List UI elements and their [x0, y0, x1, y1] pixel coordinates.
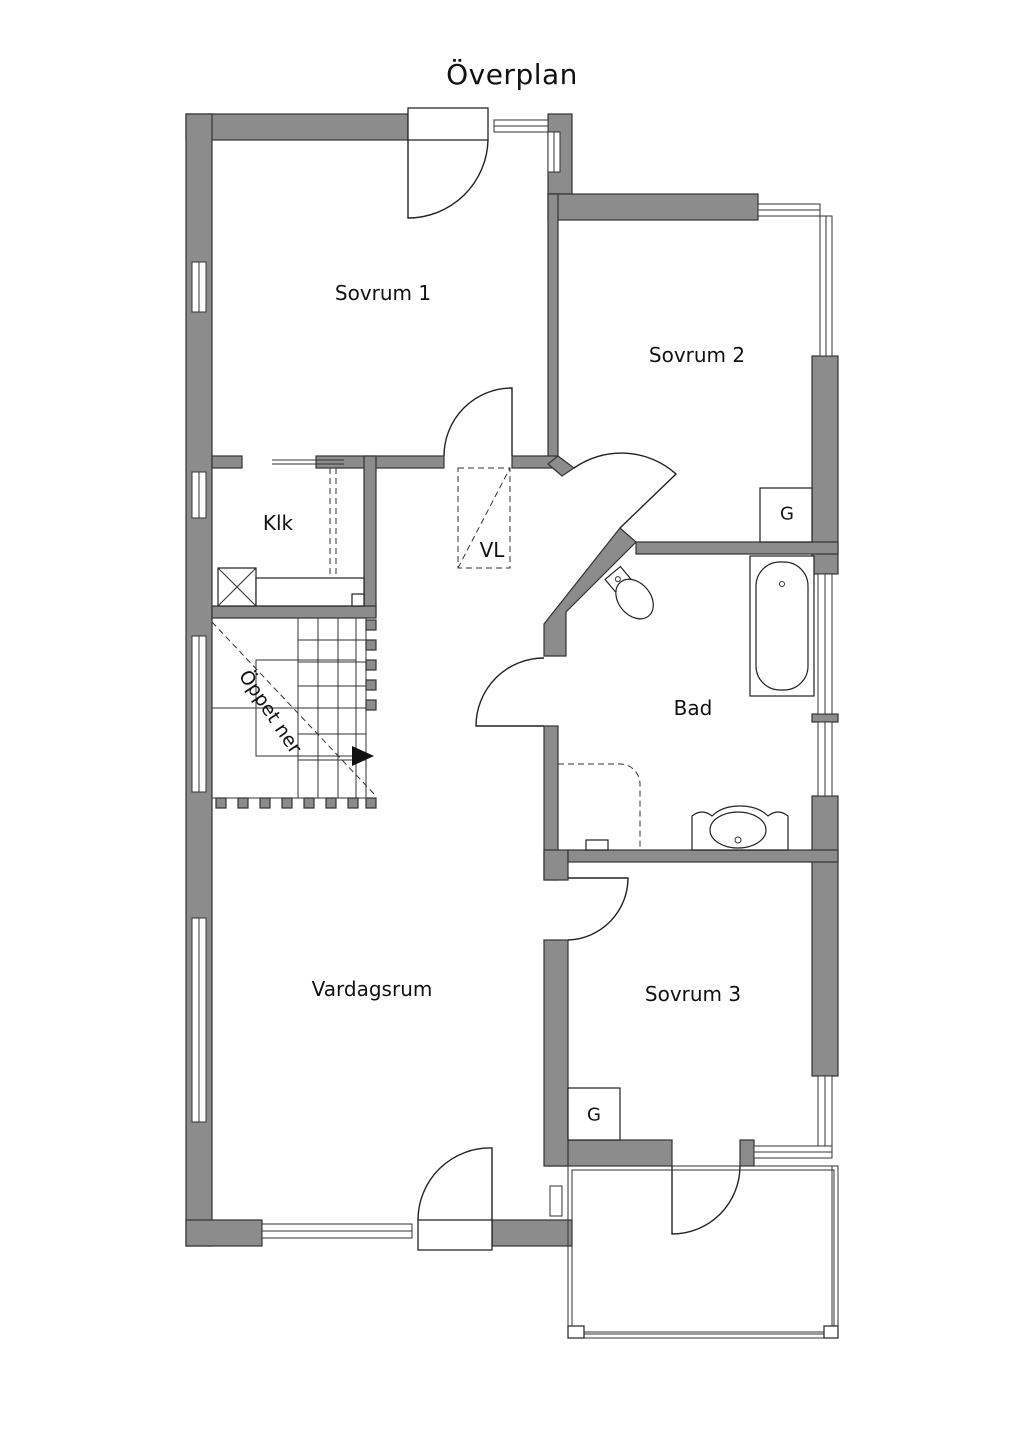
bathroom-fixtures — [558, 555, 815, 851]
windows — [191, 119, 833, 1239]
room-label-vl: VL — [479, 538, 505, 562]
balcony — [567, 1165, 839, 1339]
closet-klk — [217, 468, 365, 607]
walls — [185, 113, 839, 1247]
wardrobe-label-sovrum-2: G — [780, 503, 794, 525]
room-label-bad: Bad — [673, 696, 713, 720]
room-label-vardagsrum: Vardagsrum — [311, 977, 433, 1001]
wardrobes — [567, 487, 813, 1141]
room-label-sovrum-3: Sovrum 3 — [644, 982, 742, 1006]
doors — [272, 107, 741, 1251]
room-label-klk: Klk — [262, 511, 294, 535]
wardrobe-label-sovrum-3: G — [587, 1104, 601, 1126]
attic-hatch — [457, 467, 511, 569]
plan-title: Överplan — [446, 58, 578, 91]
room-label-sovrum-2: Sovrum 2 — [648, 343, 746, 367]
room-label-sovrum-1: Sovrum 1 — [334, 281, 432, 305]
staircase — [211, 617, 377, 799]
